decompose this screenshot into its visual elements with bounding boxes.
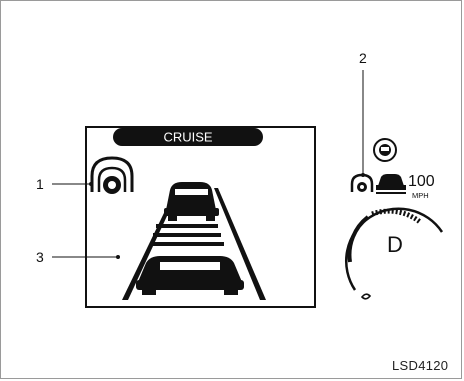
distance-bar-2 [153,233,221,237]
right-lane-line [214,188,266,300]
eco-icon [360,293,372,300]
system-status-icon [373,138,397,162]
own-vehicle-icon [136,256,244,295]
steering-assist-small-icon [350,173,374,192]
distance-bar-3 [150,242,224,246]
distance-bar-1 [156,224,218,228]
set-speed-value: 100 [408,173,435,190]
lead-vehicle-icon [164,182,219,221]
gear-gauge [344,207,444,291]
callout-1-dot [89,182,93,186]
callout-2-dot [361,173,365,177]
cruise-label: CRUISE [163,130,212,145]
steering-assist-icon [90,156,134,194]
callout-3-number: 3 [36,249,44,265]
cruise-label-pill [113,128,263,146]
callout-1-number: 1 [36,176,44,192]
callout-2-number: 2 [359,50,367,66]
display-panel [85,126,316,308]
set-distance-vehicle-icon [376,174,406,194]
set-speed-unit: MPH [412,191,429,200]
gear-indicator: D [387,232,403,257]
reference-code: LSD4120 [392,358,448,373]
callout-3-dot [116,255,120,259]
